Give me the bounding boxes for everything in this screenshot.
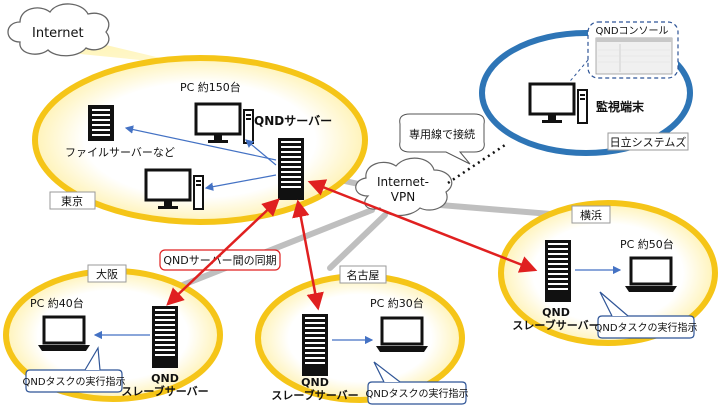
yokohama-pc-label: PC 約50台 — [620, 237, 674, 251]
nagoya-site-label: 名古屋 — [347, 268, 380, 282]
tokyo-server-label: QNDサーバー — [254, 114, 332, 128]
vpn-cloud: Internet- VPN — [355, 157, 453, 217]
nagoya-slave-label-1: QND — [301, 376, 329, 389]
nagoya-site-label-box — [339, 265, 387, 284]
nagoya-task-callout — [367, 381, 467, 405]
osaka-slave-server-icon — [152, 306, 178, 368]
yokohama-slave-server-icon — [545, 240, 571, 302]
company-label-box — [607, 132, 689, 151]
nagoya-slave-server-icon — [302, 314, 328, 376]
osaka-site-label-box — [87, 264, 127, 283]
nagoya-pc-icon — [374, 316, 430, 354]
monitor-terminal-label: 監視端末 — [596, 99, 645, 114]
osaka-slave-label-2: スレーブサーバー — [121, 384, 208, 398]
tokyo-server-icon — [278, 138, 304, 200]
company-label: 日立システムズ — [610, 135, 687, 149]
yokohama-task-callout — [597, 315, 695, 339]
console-label: QNDコンソール — [595, 26, 668, 37]
vpn-label-line2: VPN — [391, 190, 415, 204]
yokohama-slave-label-1: QND — [542, 306, 570, 319]
osaka-slave-label-1: QND — [151, 372, 179, 385]
osaka-task-label: QNDタスクの実行指示 — [22, 375, 125, 388]
yokohama-pc-icon — [623, 256, 679, 294]
nagoya-pc-label: PC 約30台 — [370, 296, 424, 310]
yokohama-slave-label-2: スレーブサーバー — [512, 318, 599, 332]
leased-line-label: 専用線で接続 — [409, 127, 475, 141]
internet-cloud: Internet — [7, 3, 110, 57]
osaka-site-label: 大阪 — [96, 267, 118, 281]
osaka-task-callout — [25, 369, 123, 393]
tokyo-task-arrows — [124, 125, 277, 191]
yokohama-site-label-box — [571, 205, 611, 224]
yokohama-site-label: 横浜 — [580, 208, 602, 222]
vpn-label-line1: Internet- — [377, 175, 429, 189]
internet-label: Internet — [32, 26, 84, 41]
file-server-label: ファイルサーバーなど — [65, 146, 175, 159]
osaka-pc-label: PC 約40台 — [30, 296, 84, 310]
tokyo-site-label: 東京 — [61, 194, 83, 208]
console-callout: QNDコンソール — [565, 21, 679, 87]
nagoya-slave-label-2: スレーブサーバー — [271, 388, 358, 402]
nagoya-task-label: QNDタスクの実行指示 — [365, 387, 468, 400]
leased-line-callout: 専用線で接続 — [399, 113, 485, 165]
tokyo-site-label-box — [49, 191, 96, 210]
tokyo-pc-label: PC 約150台 — [180, 80, 241, 94]
osaka-pc-icon — [36, 315, 92, 353]
file-server-icon — [88, 105, 114, 141]
yokohama-task-label: QNDタスクの実行指示 — [594, 321, 697, 334]
yokohama-site-ring — [498, 200, 718, 346]
sync-arrows — [166, 179, 538, 311]
